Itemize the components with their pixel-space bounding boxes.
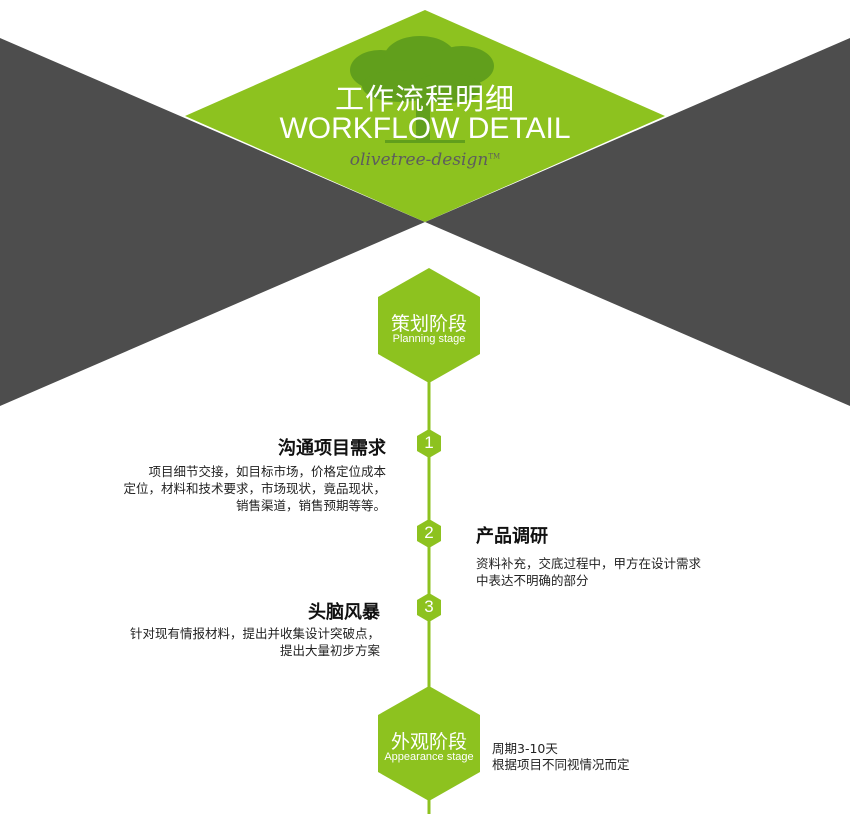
step-1-desc-line: 定位，材料和技术要求，市场现状，竟品现状， [123, 481, 386, 496]
step-1-number: 1 [424, 433, 434, 452]
step-1-description: 项目细节交接，如目标市场，价格定位成本 定位，材料和技术要求，市场现状，竟品现状… [80, 463, 386, 514]
step-3-desc-line: 针对现有情报材料，提出并收集设计突破点， [129, 626, 380, 641]
step-2-desc-line: 中表达不明确的部分 [476, 573, 589, 588]
step-3-hexagon [417, 593, 441, 622]
step-2-hexagon [417, 519, 441, 548]
step-2-number: 2 [424, 523, 434, 542]
step-1-desc-line: 项目细节交接，如目标市场，价格定位成本 [148, 464, 386, 479]
brand-logo-text: olivetree-designTM [0, 150, 850, 170]
step-1-hexagon [417, 429, 441, 458]
right-dark-triangle [425, 38, 850, 406]
planning-stage-subtitle: Planning stage [392, 333, 466, 345]
olive-tree-icon [350, 36, 494, 143]
appearance-stage-note: 周期3-10天 根据项目不同视情况而定 [492, 741, 692, 773]
step-1-desc-line: 销售渠道，销售预期等等。 [235, 498, 386, 513]
step-3-title: 头脑风暴 [308, 602, 380, 623]
step-3-description: 针对现有情报材料，提出并收集设计突破点， 提出大量初步方案 [60, 625, 380, 659]
step-1-title: 沟通项目需求 [278, 438, 386, 459]
brand-name: olivetree-design [349, 150, 489, 170]
appearance-stage-title: 外观阶段 [390, 731, 467, 753]
left-dark-triangle [0, 38, 425, 406]
step-3-number: 3 [424, 597, 434, 616]
page-title: 工作流程明细 [334, 82, 515, 116]
appearance-note-line: 根据项目不同视情况而定 [492, 757, 630, 772]
appearance-stage-subtitle: Appearance stage [384, 751, 474, 763]
step-2-desc-line: 资料补充，交底过程中，甲方在设计需求 [476, 556, 702, 571]
step-2-title: 产品调研 [476, 526, 548, 547]
planning-stage-title: 策划阶段 [390, 313, 467, 335]
appearance-stage-hexagon [378, 686, 480, 801]
trademark: TM [488, 152, 501, 161]
step-3-desc-line: 提出大量初步方案 [279, 643, 380, 658]
step-2-description: 资料补充，交底过程中，甲方在设计需求 中表达不明确的部分 [476, 555, 776, 589]
page-title-en: WORKFLOW DETAIL [279, 112, 571, 145]
planning-stage-hexagon [378, 268, 480, 383]
appearance-note-line: 周期3-10天 [492, 741, 558, 756]
